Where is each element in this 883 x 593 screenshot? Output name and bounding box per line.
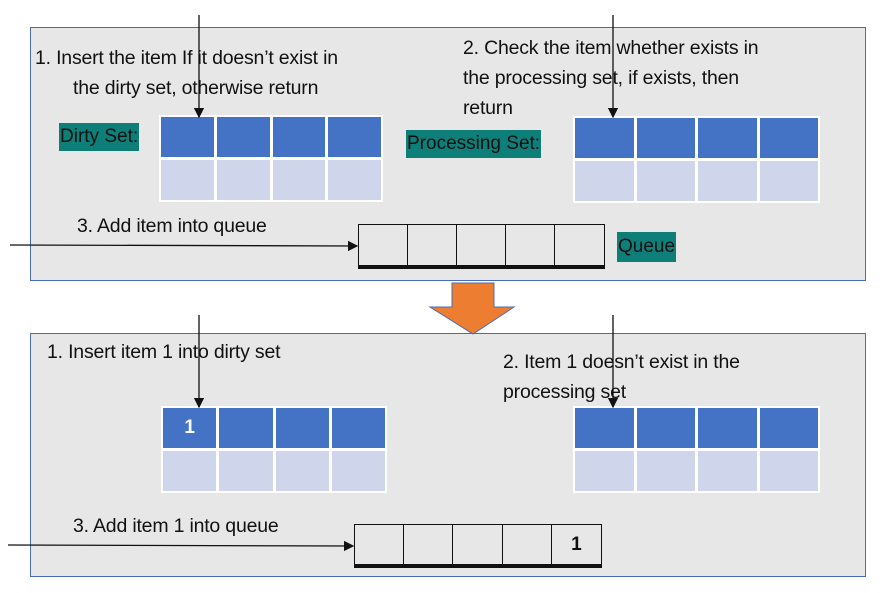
dirty-cell: 1 [163,408,217,448]
queue-cell [503,525,552,564]
before-step2-text-2: the processing set, if exists, then [463,67,739,89]
dirty-cell [328,117,381,157]
dirty-cell [161,117,214,157]
processing-cell [759,408,818,448]
queue-cell [506,225,555,265]
queue-cell [408,225,457,265]
queue-label: Queue [617,232,677,262]
queue-cell [355,525,405,564]
dirty-cell [275,408,329,448]
queue-cell [404,525,454,564]
processing-cell [698,408,757,448]
queue-cell [555,225,604,265]
dirty-cell [331,408,385,448]
queue-cell [359,225,408,265]
after-step1-text: 1. Insert item 1 into dirty set [47,341,281,363]
before-step2-text: 2. Check the item whether exists in [463,37,759,59]
processing-cell [575,118,634,158]
queue-cell [457,225,506,265]
after-step2-text-2: processing set [503,381,626,403]
before-step3-text: 3. Add item into queue [77,215,267,237]
processing-cell [636,408,695,448]
queue-cell: 1 [571,533,582,555]
before-step2-text-3: return [463,97,513,119]
dirty-cell [219,408,273,448]
after-queue: 1 [354,524,602,568]
dirty-set-label: Dirty Set: [59,123,140,151]
processing-set-label: Processing Set: [406,130,542,158]
queue-cell [453,525,503,564]
dirty-cell [216,117,270,157]
before-step1-text-2: the dirty set, otherwise return [73,77,319,99]
processing-cell [759,118,818,158]
processing-cell [636,118,695,158]
before-dirty-set-table [159,115,383,202]
after-dirty-set-table: 1 [161,406,387,493]
after-step3-text: 3. Add item 1 into queue [73,515,279,537]
orange-down-arrow [428,282,516,335]
dirty-cell [272,117,326,157]
after-processing-set-table [573,406,820,493]
before-queue [358,224,605,269]
after-step2-text: 2. Item 1 doesn’t exist in the [503,351,740,373]
before-processing-set-table [573,116,820,203]
before-step1-text: 1. Insert the item If it doesn’t exist i… [35,47,338,69]
processing-cell [575,408,634,448]
processing-cell [698,118,757,158]
